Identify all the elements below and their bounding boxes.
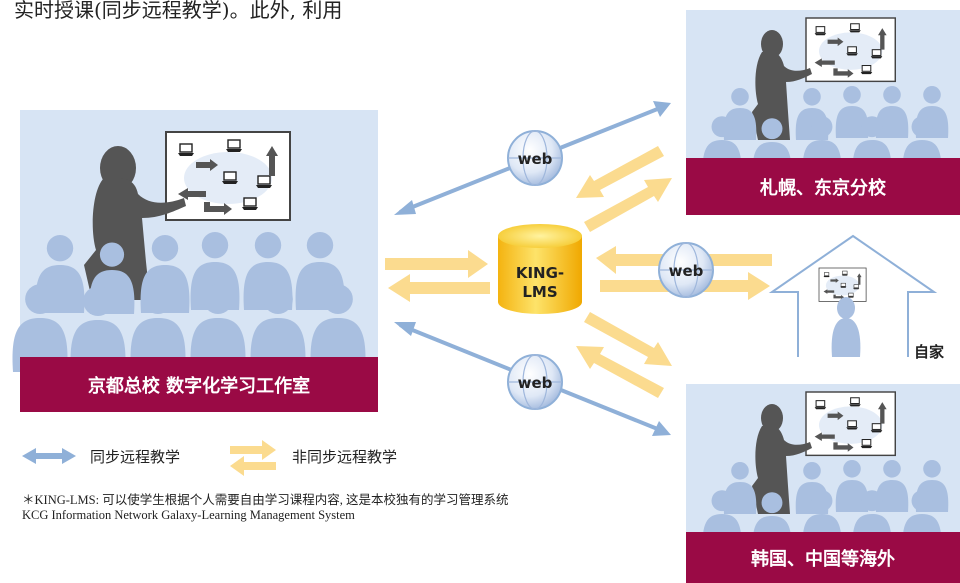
overseas-label: 韩国、中国等海外 xyxy=(686,532,960,583)
footnote-lms-fullname: KCG Information Network Galaxy-Learning … xyxy=(22,508,355,522)
teacher-silhouette xyxy=(84,146,186,300)
footnote-lms-description: ＊KING-LMS: 可以使学生根据个人需要自由学习课程内容, 这是本校独有的学… xyxy=(22,493,509,507)
web-globe-right: web xyxy=(658,242,714,298)
web-globe-top: web xyxy=(507,130,563,186)
branch-classroom-scene xyxy=(686,10,960,180)
home-label: 自家 xyxy=(914,343,945,361)
web-globe-label: web xyxy=(518,150,553,168)
legend-async-icon xyxy=(230,440,276,476)
overseas-classroom-scene xyxy=(686,384,960,554)
async-arrows xyxy=(385,146,772,398)
legend-sync-icon xyxy=(22,448,76,464)
home-house-icon xyxy=(768,234,938,357)
legend-async-label: 非同步远程教学 xyxy=(292,448,398,466)
web-globe-label: web xyxy=(518,374,553,392)
presentation-screen xyxy=(166,132,290,220)
branch-campus-label: 札幌、东京分校 xyxy=(686,158,960,215)
lms-label-line2: LMS xyxy=(522,283,557,301)
web-globe-label: web xyxy=(669,262,704,280)
lms-label-line1: KING- xyxy=(516,264,564,282)
header-text-fragment: 实时授课(同步远程教学)。此外, 利用 xyxy=(14,0,343,22)
main-campus-label: 京都总校 数字化学习工作室 xyxy=(20,357,378,412)
lms-database-cylinder: KING- LMS xyxy=(498,224,582,314)
web-globe-bottom: web xyxy=(507,354,563,410)
main-classroom-scene xyxy=(12,110,378,374)
legend-sync-label: 同步远程教学 xyxy=(90,448,181,466)
